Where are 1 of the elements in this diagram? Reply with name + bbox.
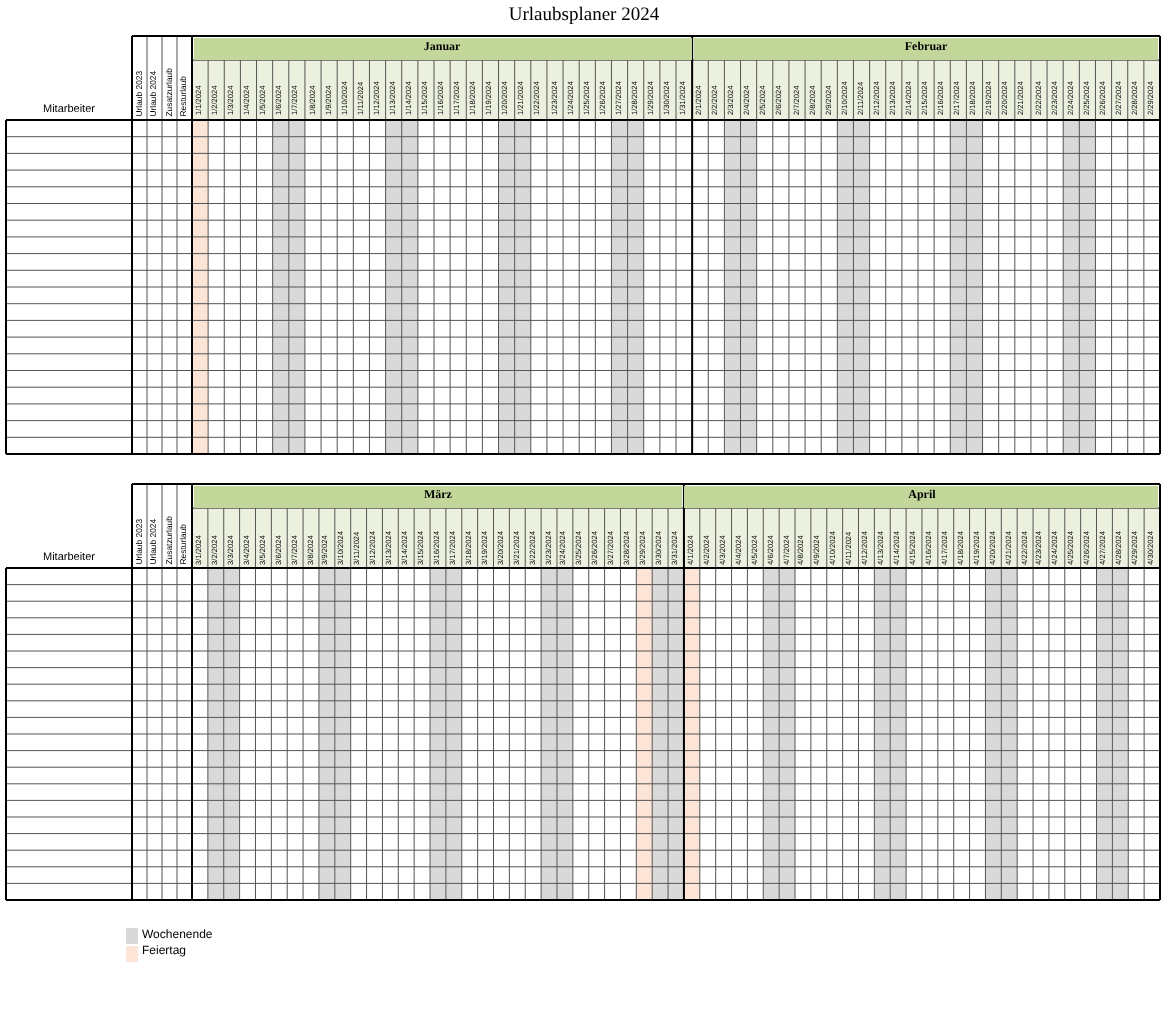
page-title: Urlaubsplaner 2024 bbox=[506, 6, 662, 26]
